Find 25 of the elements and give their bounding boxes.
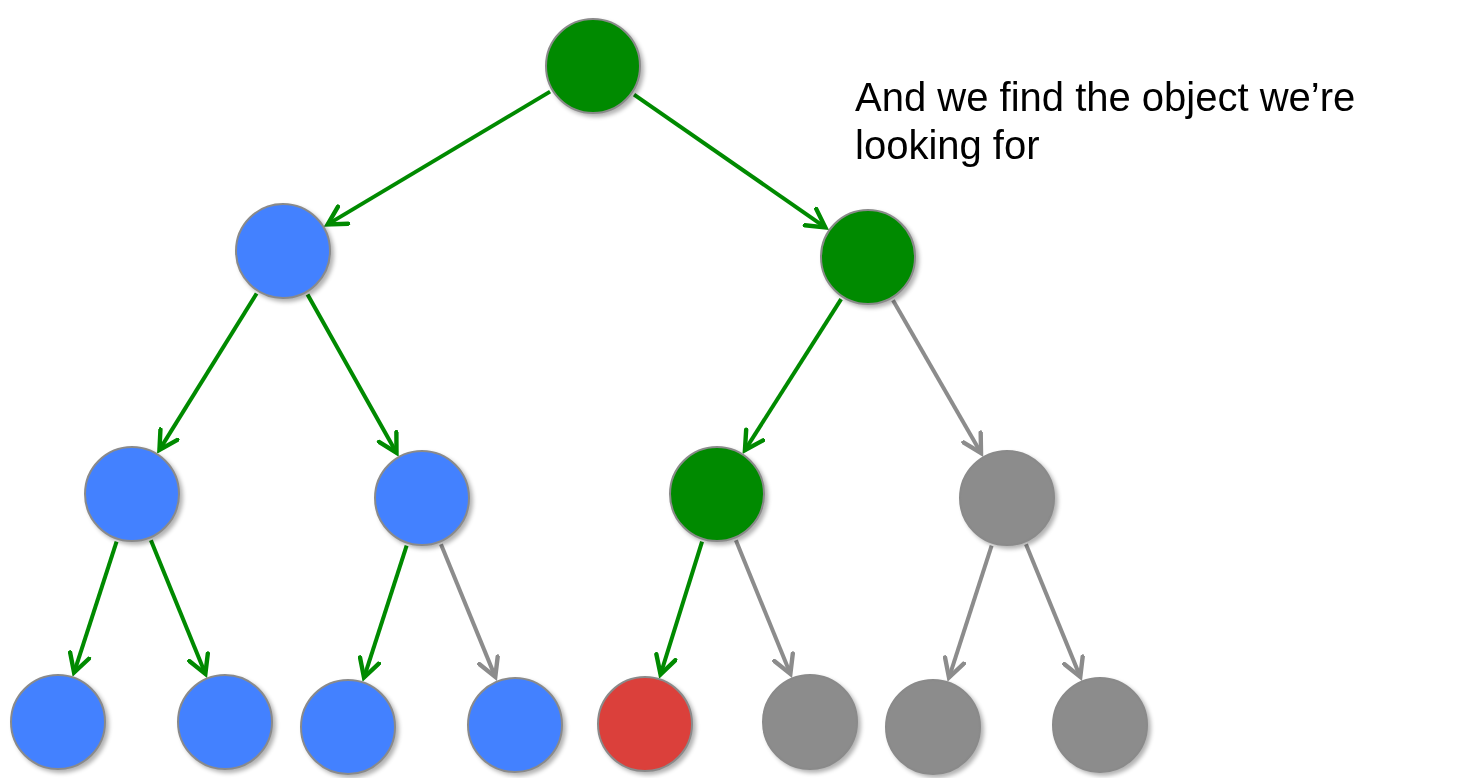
annotation-text: And we find the object we’re looking for bbox=[855, 74, 1357, 169]
circle-node bbox=[177, 674, 273, 770]
circle-node bbox=[467, 677, 563, 773]
arrow bbox=[157, 292, 259, 453]
arrow bbox=[891, 299, 984, 456]
circle-node bbox=[669, 446, 765, 542]
arrow bbox=[149, 539, 210, 677]
arrow bbox=[654, 541, 704, 677]
arrow bbox=[1024, 543, 1085, 680]
circle-node bbox=[545, 18, 641, 114]
arrow bbox=[942, 544, 994, 680]
arrow bbox=[742, 298, 843, 453]
arrow bbox=[67, 540, 119, 675]
circle-node bbox=[820, 209, 916, 305]
arrow bbox=[305, 293, 399, 455]
arrow bbox=[439, 543, 500, 680]
circle-node bbox=[84, 446, 180, 542]
arrow bbox=[632, 92, 828, 230]
circle-node bbox=[762, 674, 858, 770]
circle-node bbox=[959, 450, 1055, 546]
arrow bbox=[325, 89, 552, 227]
circle-node bbox=[1052, 677, 1148, 773]
arrow bbox=[357, 544, 409, 680]
arrow bbox=[734, 539, 795, 677]
circle-node bbox=[374, 450, 470, 546]
